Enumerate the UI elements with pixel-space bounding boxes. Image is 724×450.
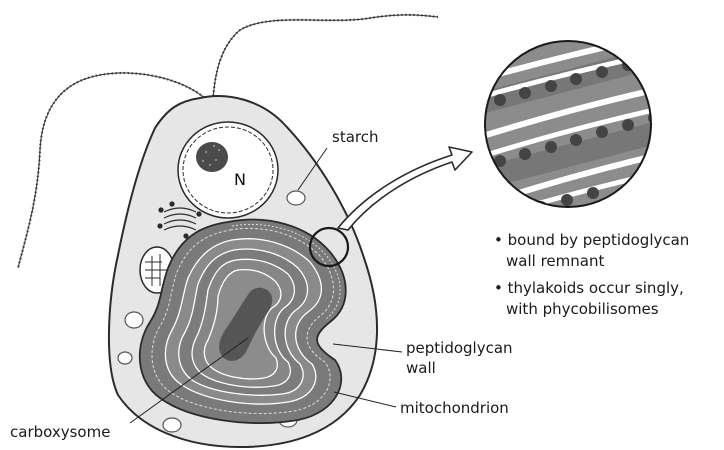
note-1-line1: • bound by peptidoglycan: [494, 231, 689, 249]
flagellum-right: [213, 15, 438, 100]
mitochondrion-label: mitochondrion: [400, 399, 509, 417]
nucleus: N: [178, 122, 278, 218]
note-2-line2: with phycobilisomes: [506, 300, 659, 318]
nucleolus: [196, 142, 228, 172]
carboxysome-label: carboxysome: [10, 423, 110, 441]
zoom-inset: [470, 30, 680, 224]
note-1-line2: wall remnant: [506, 252, 604, 270]
starch-label: starch: [332, 128, 378, 146]
note-2-line1: • thylakoids occur singly,: [494, 279, 684, 297]
peptidoglycan-label-line1: peptidoglycan: [406, 339, 513, 357]
zoom-arrow: [338, 147, 472, 230]
peptidoglycan-label-line2: wall: [406, 359, 436, 377]
nucleus-label: N: [234, 170, 246, 189]
